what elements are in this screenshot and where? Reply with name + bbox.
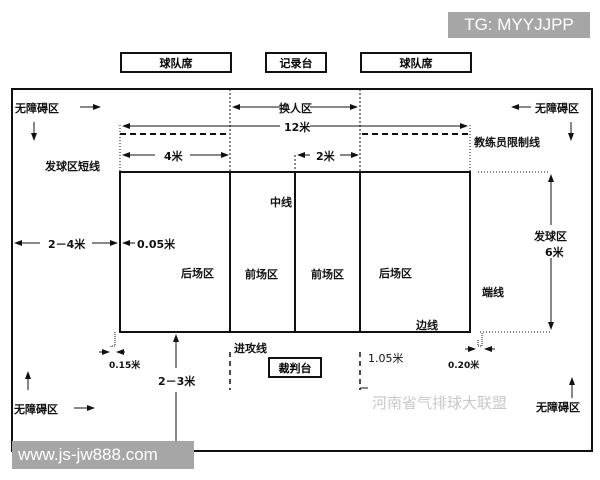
referee-stand: 裁判台 [268,357,322,378]
tg-badge: TG: MYYJJPP [448,12,590,38]
side-line-label: 边线 [416,319,438,332]
front-zone-right-label: 前场区 [311,268,344,281]
width-2-3m-label: 2－3米 [158,375,196,388]
center-line-label: 中线 [270,196,292,209]
scorer-table: 记录台 [265,52,327,73]
free-zone-label-tr: 无障碍区 [535,102,579,115]
length-12m-label: 12米 [284,121,311,134]
back-zone-right-label: 后场区 [379,267,412,280]
width-2-4m-label: 2－4米 [48,238,86,251]
service-zone-label: 发球区 [534,230,567,243]
length-2m-label: 2米 [316,150,335,163]
service-short-line-label: 发球区短线 [45,160,100,173]
free-zone-label-tl: 无障碍区 [15,102,59,115]
end-line-label: 端线 [482,286,504,299]
website-badge: www.js-jw888.com [12,441,194,469]
length-4m-label: 4米 [164,150,183,163]
front-zone-left-label: 前场区 [245,268,278,281]
service-zone-6m-label: 6米 [545,246,564,259]
substitution-zone-label: 换人区 [279,102,312,115]
line-020m-label: 0.20米 [448,361,480,371]
line-015m-label: 0.15米 [109,361,141,371]
free-zone-boundary [11,88,593,452]
line-105m-label: 1.05米 [368,352,404,365]
team-bench-right: 球队席 [360,52,472,73]
free-zone-label-bl: 无障碍区 [14,403,58,416]
coach-restriction-line-label: 教练员限制线 [474,136,540,149]
free-zone-label-br: 无障碍区 [536,401,580,414]
watermark: 河南省气排球大联盟 [372,394,508,412]
team-bench-left: 球队席 [120,52,232,73]
back-zone-left-label: 后场区 [181,267,214,280]
line-005m-label: 0.05米 [137,238,176,251]
attack-line-label: 进攻线 [234,342,267,355]
